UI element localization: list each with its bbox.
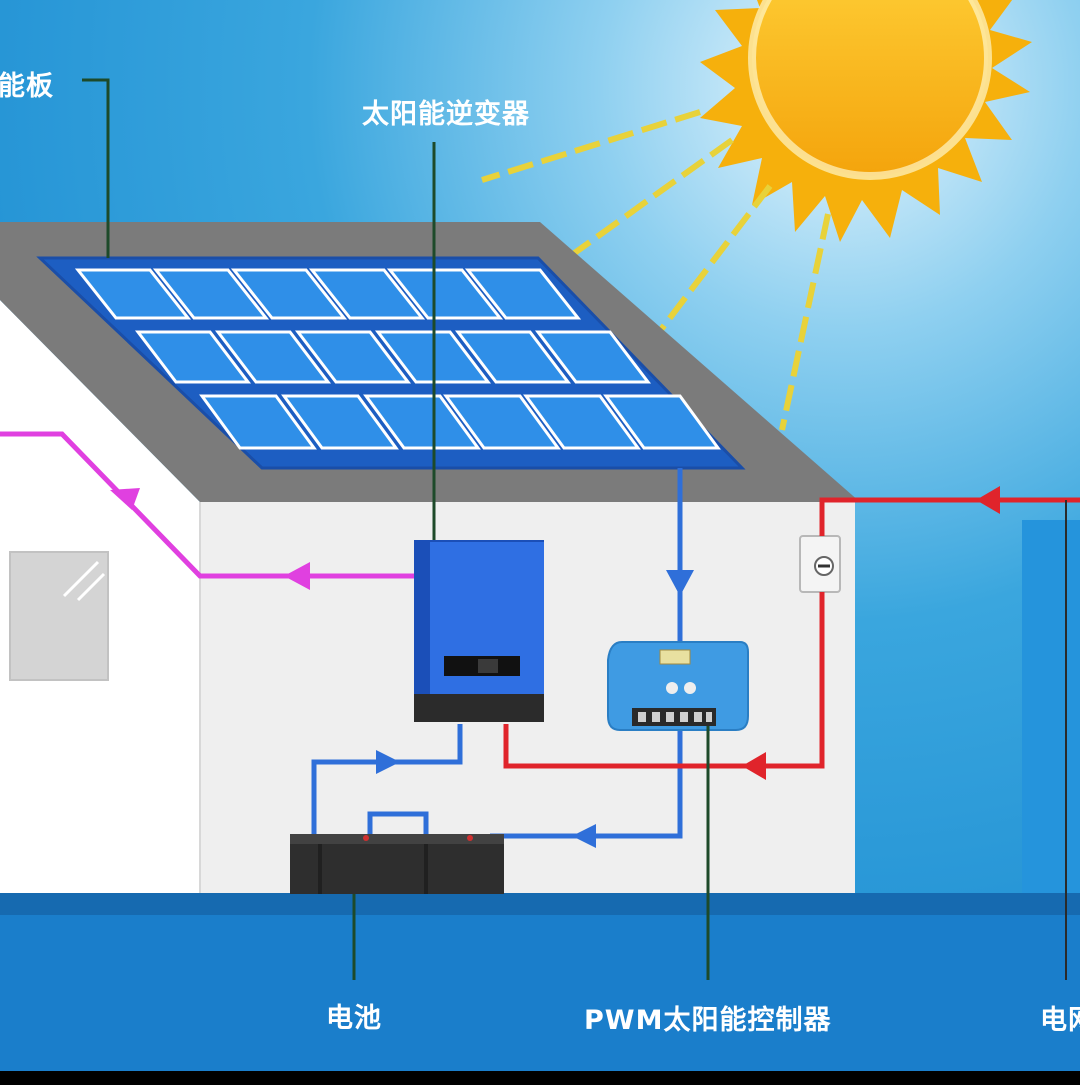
solar-panel (36, 256, 746, 470)
grid-arrow-to-inverter (742, 752, 766, 780)
grid-arrow-incoming (976, 486, 1000, 514)
load-arrow-from-inverter (284, 562, 310, 590)
window-icon (9, 551, 109, 681)
load-arrow-to-house (110, 488, 140, 510)
electric-meter-icon (799, 535, 841, 593)
inverter-label: 太阳能逆变器 (362, 99, 530, 130)
sun-icon (700, 0, 1032, 242)
grid-label: 电网 (1040, 1005, 1080, 1036)
inverter (414, 540, 544, 722)
dc-arrow-controller-to-battery (572, 824, 596, 848)
dc-arrow-battery-to-inverter (376, 750, 400, 774)
solar-panel-label: 能板 (0, 71, 54, 102)
dc-arrow-panel-to-controller (666, 570, 694, 596)
battery-label: 电池 (326, 1003, 382, 1034)
pwm-controller-label: PWM太阳能控制器 (584, 1005, 832, 1036)
leader-lines (82, 78, 710, 980)
pwm-controller (607, 641, 749, 731)
ground (0, 893, 1080, 1071)
battery-pack (290, 834, 504, 894)
grid-pole (1022, 520, 1080, 893)
